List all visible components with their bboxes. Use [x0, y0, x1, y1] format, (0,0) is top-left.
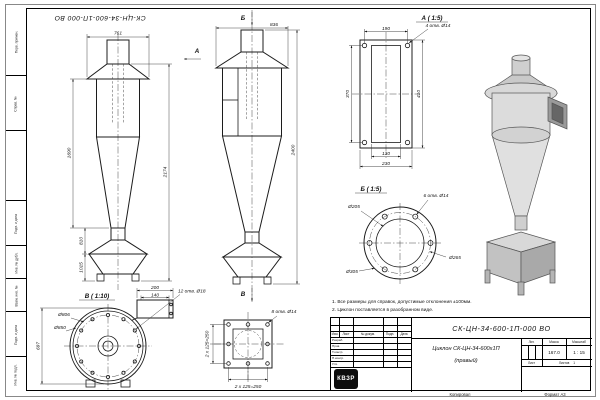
- dim-label: Ø305: [345, 269, 358, 275]
- footer-format: Формат А3: [544, 391, 566, 397]
- col-izm: Изм.: [331, 332, 339, 336]
- dim-label: 2 х 125=250: [205, 330, 211, 358]
- margin-cell: Инв. № подл.: [6, 356, 26, 392]
- flange-plate-outline: [359, 39, 413, 149]
- detail-view-a: А ( 1:5) 4 отв. Ø14 190 370 410: [345, 15, 451, 169]
- margin-cell: Справ. №: [6, 75, 26, 131]
- cyclone-umbrella: [85, 63, 151, 80]
- holes-callout: 4 отв. Ø14: [426, 23, 451, 29]
- dim-label: 761: [114, 31, 122, 37]
- note-line: 2. Циклон поставляется в разобранном вид…: [332, 307, 433, 313]
- paper-border: [5, 4, 596, 397]
- view-label: В ( 1:10): [85, 293, 109, 300]
- view-label: Б ( 1:5): [361, 186, 382, 193]
- detail-view-v: В ( 1:10) 200: [36, 285, 206, 390]
- margin-cell: Подп. и дата: [6, 311, 26, 357]
- volute-outlet: [136, 299, 174, 319]
- dim-label: 200: [150, 285, 159, 291]
- holes-callout: 12 отв. Ø18: [178, 289, 206, 295]
- dim-label: Ø850: [53, 325, 66, 331]
- isometric-view: [483, 54, 568, 296]
- margin-cell: Инв. № дубл.: [6, 245, 26, 279]
- dim-label: Ø806: [57, 312, 70, 318]
- view-arrow-label: А: [194, 48, 200, 55]
- holes-callout: 8 отв. Ø14: [272, 309, 297, 315]
- title-block: Изм. Лист № докум. Подп. Дата Разраб. Пр…: [330, 317, 592, 392]
- col-podp: Подп.: [385, 332, 395, 336]
- dim-label: 2174: [163, 166, 169, 178]
- dim-label: 810: [79, 237, 85, 245]
- part-name-2: (правый): [454, 358, 478, 364]
- margin-cell: [6, 130, 26, 201]
- col-list: Лист: [342, 332, 350, 336]
- dim-label: 836: [270, 22, 278, 28]
- mass-header: Масса: [549, 339, 559, 344]
- col-data: Дата: [400, 332, 408, 336]
- company-logo: КВЗР: [334, 369, 358, 389]
- row-razrab: Разраб.: [332, 338, 344, 342]
- row-tkontr: Т.контр.: [332, 350, 344, 354]
- dim-label: Ø205: [347, 204, 360, 210]
- dim-label: 130: [382, 151, 390, 157]
- sheets-value: 1: [573, 360, 576, 365]
- sheet-label: Лист: [528, 360, 535, 365]
- view-arrow-label: Б: [241, 15, 246, 22]
- drawing-frame: [26, 8, 591, 391]
- view-arrow-label: В: [241, 291, 246, 298]
- volute-outline: [69, 307, 147, 385]
- sheets-label: Листов: [558, 360, 570, 365]
- side-view: Б 836 2400 В: [214, 10, 300, 302]
- dim-label: 2 х 125=250: [234, 384, 262, 390]
- row-prov: Пров.: [332, 344, 341, 348]
- dim-label: 1690: [67, 147, 73, 158]
- row-utv: Утв.: [332, 362, 338, 366]
- outlet-flange-view: 8 отв. Ø14 2 х 125=250 2 х 125=250: [205, 309, 297, 390]
- dim-label: 190: [382, 26, 390, 32]
- scale-value: 1 : 15: [573, 349, 585, 355]
- dim-label: 697: [36, 342, 42, 350]
- col-dokum: № докум.: [360, 332, 375, 336]
- dim-label: 2400: [291, 144, 297, 156]
- part-name: Циклон СК-ЦН-34-600х1П: [432, 346, 500, 352]
- doc-number: СК-ЦН-34-600-1П-000 ВО: [452, 323, 551, 333]
- dim-label: 1015: [79, 262, 85, 273]
- row-nkontr: Н.контр.: [332, 356, 344, 360]
- mass-value: 167.0: [548, 349, 560, 355]
- detail-view-b: Б ( 1:5) 6 отв. Ø14 Ø205 Ø305 Ø265: [345, 186, 461, 284]
- dim-label: Ø265: [448, 255, 461, 261]
- front-view: 761 1690 810 1015 2174 А: [67, 31, 201, 290]
- margin-cell: Подп. и дата: [6, 200, 26, 246]
- dim-label: 370: [345, 90, 351, 98]
- lit-header: Лит.: [528, 339, 535, 344]
- margin-cell: Взам. инв. №: [6, 278, 26, 312]
- flange-ring-outline: [363, 206, 437, 280]
- dim-label: 410: [416, 90, 422, 98]
- view-label: А ( 1:5): [421, 15, 443, 22]
- notes: 1. Все размеры для справок, допустимые о…: [332, 299, 472, 313]
- footer-kopiroval: Копировал: [449, 391, 471, 397]
- note-line: 1. Все размеры для справок, допустимые о…: [332, 299, 472, 305]
- sheets-cell: Листов 1: [542, 360, 592, 366]
- holes-callout: 6 отв. Ø14: [424, 193, 449, 199]
- dim-label: 140: [151, 292, 159, 298]
- dim-label: 230: [381, 161, 390, 167]
- scale-header: Масштаб: [572, 339, 586, 344]
